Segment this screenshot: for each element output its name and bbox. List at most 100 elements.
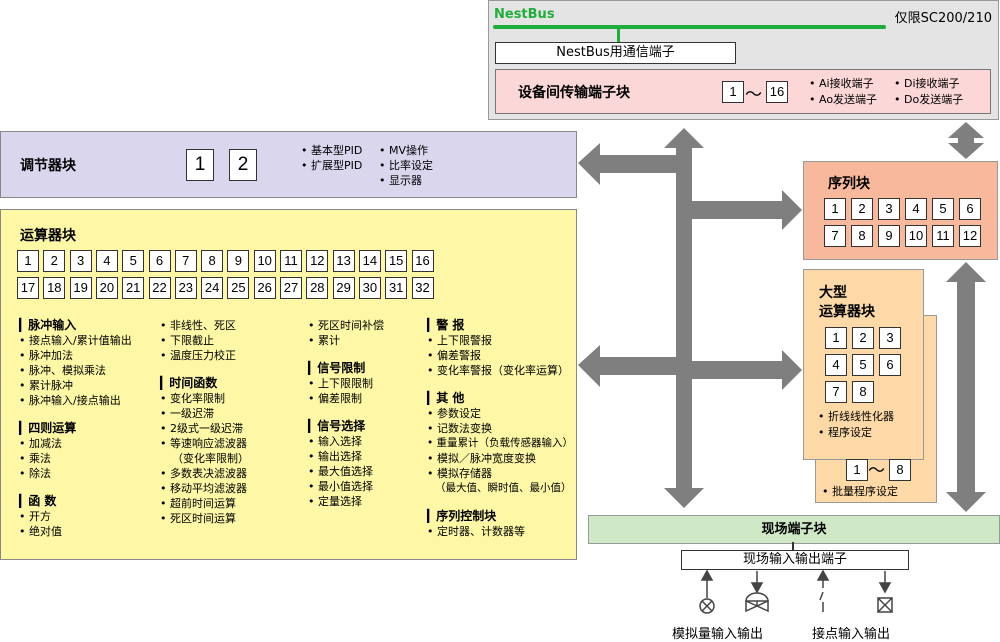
calc-num-15: 15 [385,250,408,272]
nestbus-line [493,25,886,29]
calc-head-alarm: ▎警 报 [427,318,465,332]
sequence-num-12: 12 [959,225,981,247]
field-devices [699,569,893,614]
large-calc-num-3: 3 [879,327,901,349]
calc-head-pulse: ▎脉冲输入 [19,318,77,332]
regulator-arrow [578,143,676,185]
transfer-sequence-arrow [948,122,984,159]
right-vertical-arrow [946,262,986,512]
large-calc-num-2: 2 [852,327,874,349]
calc-col4: ▎警 报 • 上下限警报 • 偏差警报 • 变化率警报（变化率运算） ▎其 他 … [427,318,574,538]
regulator-col2: • MV操作 • 比率设定 • 显示器 [379,144,433,187]
batch-range-from: 1 [846,459,868,481]
calc-head-select: ▎信号选择 [308,419,366,433]
transfer-item-ai: • Ai接收端子 [809,77,874,90]
calc-num-7: 7 [174,250,197,272]
regulator-col1: • 基本型PID • 扩展型PID [301,144,363,172]
field-terminal-block: 现场端子块 [588,515,1000,544]
calc-num-29: 29 [332,277,355,299]
nestbus-label: NestBus [494,7,555,22]
sequence-num-7: 7 [824,225,846,247]
large-calc-num-1: 1 [825,327,847,349]
calc-num-18: 18 [43,277,66,299]
transfer-item-ao: • Ao发送端子 [809,93,878,106]
calc-num-9: 9 [227,250,250,272]
calc-num-12: 12 [306,250,329,272]
large-calc-num-7: 7 [825,381,847,403]
calc-num-31: 31 [385,277,408,299]
large-calc-num-4: 4 [825,354,847,376]
nestbus-model: 仅限SC200/210 [894,11,992,26]
large-calc-item-1: • 折线线性化器 [818,410,894,423]
calc-head-time: ▎时间函数 [160,376,218,390]
main-vertical-arrow [664,128,704,508]
transfer-block: 设备间传输端子块 1 〜 16 • Ai接收端子 • Di接收端子 • Ao发送… [495,69,991,114]
sequence-num-10: 10 [905,225,927,247]
transfer-tilde: 〜 [745,85,762,105]
nestbus-terminal: NestBus用通信端子 [495,42,736,64]
calc-num-8: 8 [201,250,224,272]
regulator-num-2: 2 [229,149,257,181]
batch-range-to: 8 [889,459,911,481]
batch-label: • 批量程序设定 [822,485,898,498]
calc-num-32: 32 [411,277,434,299]
sequence-title: 序列块 [828,176,870,192]
sequence-num-3: 3 [878,198,900,220]
calc-num-14: 14 [358,250,381,272]
calc-num-13: 13 [332,250,355,272]
regulator-num-1: 1 [186,149,214,181]
calc-title: 运算器块 [20,228,76,244]
calc-num-19: 19 [69,277,92,299]
calc-num-17: 17 [17,277,39,299]
calc-num-16: 16 [411,250,434,272]
calc-num-2: 2 [43,250,66,272]
sequence-num-1: 1 [824,198,846,220]
sequence-arrow [692,190,802,230]
calc-num-27: 27 [280,277,302,299]
sequence-num-9: 9 [878,225,900,247]
transfer-title: 设备间传输端子块 [518,85,630,101]
calc-arrow [578,345,676,387]
large-calc-num-6: 6 [879,354,901,376]
batch-tilde: 〜 [868,461,885,481]
calc-num-23: 23 [174,277,197,299]
calc-num-4: 4 [95,250,118,272]
calc-num-25: 25 [227,277,250,299]
valve-icon [745,599,769,613]
nestbus-drop [617,27,620,42]
calc-num-20: 20 [95,277,118,299]
regulator-title: 调节器块 [20,158,76,174]
calc-num-22: 22 [148,277,171,299]
valve-actuator-icon [745,592,769,602]
field-connector [792,542,794,550]
calc-num-6: 6 [148,250,171,272]
large-calc-item-2: • 程序设定 [818,426,872,439]
calc-num-1: 1 [17,250,39,272]
transfer-item-di: • Di接收端子 [894,77,960,90]
transfer-range-from: 1 [722,81,744,103]
calc-num-5: 5 [122,250,145,272]
calc-num-26: 26 [253,277,276,299]
regulator-block: 调节器块 1 2 • 基本型PID • 扩展型PID • MV操作 • 比率设定… [0,131,577,198]
calc-num-28: 28 [306,277,329,299]
calc-num-24: 24 [201,277,224,299]
sequence-num-4: 4 [905,198,927,220]
analog-io-label: 模拟量输入输出 [672,627,764,642]
calc-col3: • 死区时间补偿 • 累计 ▎信号限制 • 上下限限制 • 偏差限制 ▎信号选择… [308,319,384,508]
calc-head-arith: ▎四则运算 [19,421,77,435]
sequence-num-11: 11 [932,225,954,247]
large-calc-arrow [692,350,802,390]
transfer-range-to: 16 [766,81,788,103]
large-calc-title-2: 运算器块 [819,304,875,320]
calc-head-limit: ▎信号限制 [308,361,366,375]
calc-num-10: 10 [253,250,276,272]
large-calc-num-8: 8 [852,381,874,403]
calc-head-seqctrl: ▎序列控制块 [427,509,497,523]
sequence-num-8: 8 [851,225,873,247]
large-calc-title-1: 大型 [819,285,847,301]
calc-num-3: 3 [69,250,92,272]
